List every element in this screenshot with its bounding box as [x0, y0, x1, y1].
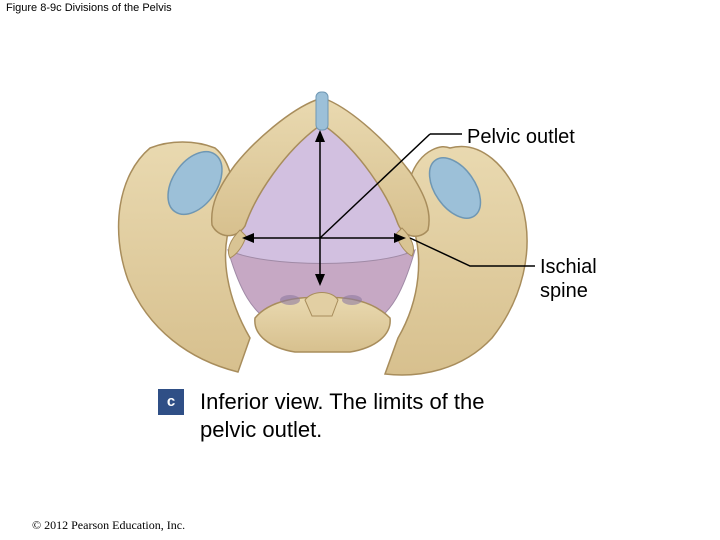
horizontal-arrow-head-right [394, 233, 406, 243]
copyright-notice: © 2012 Pearson Education, Inc. [32, 518, 186, 532]
right-ischiopubic-ramus [321, 98, 430, 237]
diagonal-outlet-line [319, 133, 431, 239]
vertical-arrow-head-bottom [315, 274, 325, 286]
left-sacral-foramen [280, 295, 300, 305]
coccyx [304, 292, 339, 317]
ischial-spine-leader [409, 237, 535, 267]
pubic-symphysis [315, 91, 329, 131]
left-ischial-spine [227, 229, 247, 259]
panel-letter-badge: c [158, 389, 184, 415]
left-ischiopubic-ramus [210, 98, 323, 237]
panel-caption: Inferior view. The limits of the pelvic … [200, 389, 485, 442]
horizontal-arrow-head-left [242, 233, 254, 243]
vertical-arrow-head-top [315, 130, 325, 142]
left-acetabulum [167, 150, 223, 216]
sacrum [254, 296, 391, 353]
pelvic-outlet-label: Pelvic outlet [467, 126, 575, 148]
ischial-spine-label: Ischial spine [540, 256, 597, 302]
right-sacral-foramen [342, 295, 362, 305]
figure-title: Figure 8-9c Divisions of the Pelvis [6, 2, 172, 14]
right-acetabulum [428, 157, 482, 219]
